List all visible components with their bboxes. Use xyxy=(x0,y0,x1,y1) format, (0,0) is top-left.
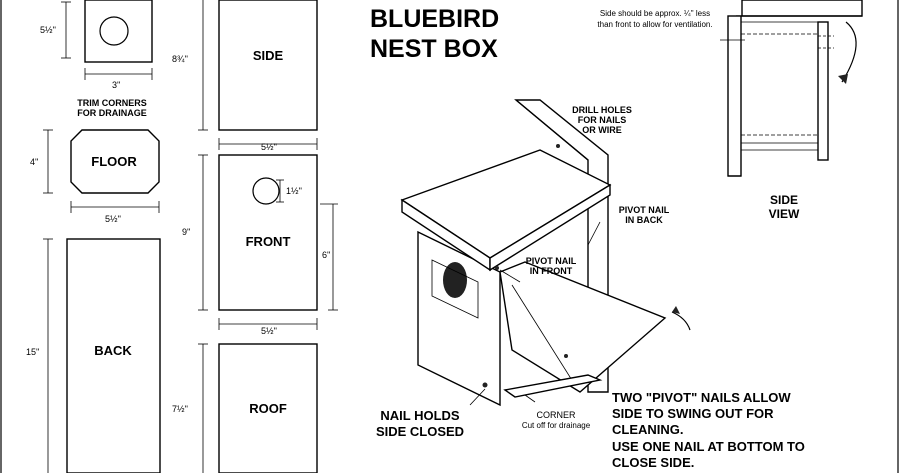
roof-piece xyxy=(198,343,318,473)
front-label: FRONT xyxy=(246,234,291,249)
nail-holds-line2: SIDE CLOSED xyxy=(376,424,464,439)
top-square-height-dim: 5½'' xyxy=(40,25,56,35)
pivot-back-line2: IN BACK xyxy=(625,215,663,225)
floor-piece xyxy=(43,129,160,213)
title-line1: BLUEBIRD xyxy=(370,5,499,33)
nest-box-illustration xyxy=(400,99,691,407)
pivot-front-line1: PIVOT NAIL xyxy=(526,256,577,266)
instructions-block: TWO "PIVOT" NAILS ALLOW SIDE TO SWING OU… xyxy=(612,390,805,470)
top-square-piece xyxy=(61,0,153,80)
drill-holes-line2: FOR NAILS xyxy=(578,115,627,125)
ventilation-note-line1: Side should be approx. ¼'' less xyxy=(600,9,710,18)
instruction-line-5: CLOSE SIDE. xyxy=(612,455,694,470)
corner-line1: CORNER xyxy=(536,410,576,420)
side-view-label-line1: SIDE xyxy=(770,193,798,207)
drill-holes-line3: OR WIRE xyxy=(582,125,622,135)
instruction-line-3: CLEANING. xyxy=(612,422,684,437)
pivot-back-line1: PIVOT NAIL xyxy=(619,205,670,215)
floor-trim-note-line1: TRIM CORNERS xyxy=(77,98,147,108)
floor-width-dim: 5½'' xyxy=(105,214,121,224)
front-piece xyxy=(198,154,338,330)
front-hole-offset-dim: 6'' xyxy=(322,250,331,260)
floor-label: FLOOR xyxy=(91,154,137,169)
instruction-line-4: USE ONE NAIL AT BOTTOM TO xyxy=(612,439,805,454)
front-width-dim: 5½'' xyxy=(261,326,277,336)
floor-height-dim: 4'' xyxy=(30,157,39,167)
drill-holes-line1: DRILL HOLES xyxy=(572,105,632,115)
title-line2: NEST BOX xyxy=(370,35,498,63)
back-height-dim: 15'' xyxy=(26,347,40,357)
side-view-label-line2: VIEW xyxy=(769,207,800,221)
nail-holds-line1: NAIL HOLDS xyxy=(380,408,460,423)
side-width-dim: 5½'' xyxy=(261,142,277,152)
floor-trim-note-line2: FOR DRAINAGE xyxy=(77,108,147,118)
front-hole-dim: 1½'' xyxy=(286,186,302,196)
pivot-front-line2: IN FRONT xyxy=(530,266,573,276)
instruction-line-1: TWO "PIVOT" NAILS ALLOW xyxy=(612,390,791,405)
roof-label: ROOF xyxy=(249,401,287,416)
roof-height-dim: 7½'' xyxy=(172,404,188,414)
instruction-line-2: SIDE TO SWING OUT FOR xyxy=(612,406,774,421)
back-label: BACK xyxy=(94,343,132,358)
front-height-dim: 9'' xyxy=(182,227,191,237)
side-height-dim: 8¾'' xyxy=(172,54,188,64)
corner-line2: Cut off for drainage xyxy=(522,421,591,430)
side-piece xyxy=(198,0,318,150)
ventilation-note-line2: than front to allow for ventilation. xyxy=(597,20,712,29)
back-piece xyxy=(43,238,161,473)
side-view-drawing xyxy=(720,0,863,177)
side-label: SIDE xyxy=(253,48,284,63)
top-square-width-dim: 3'' xyxy=(112,80,121,90)
